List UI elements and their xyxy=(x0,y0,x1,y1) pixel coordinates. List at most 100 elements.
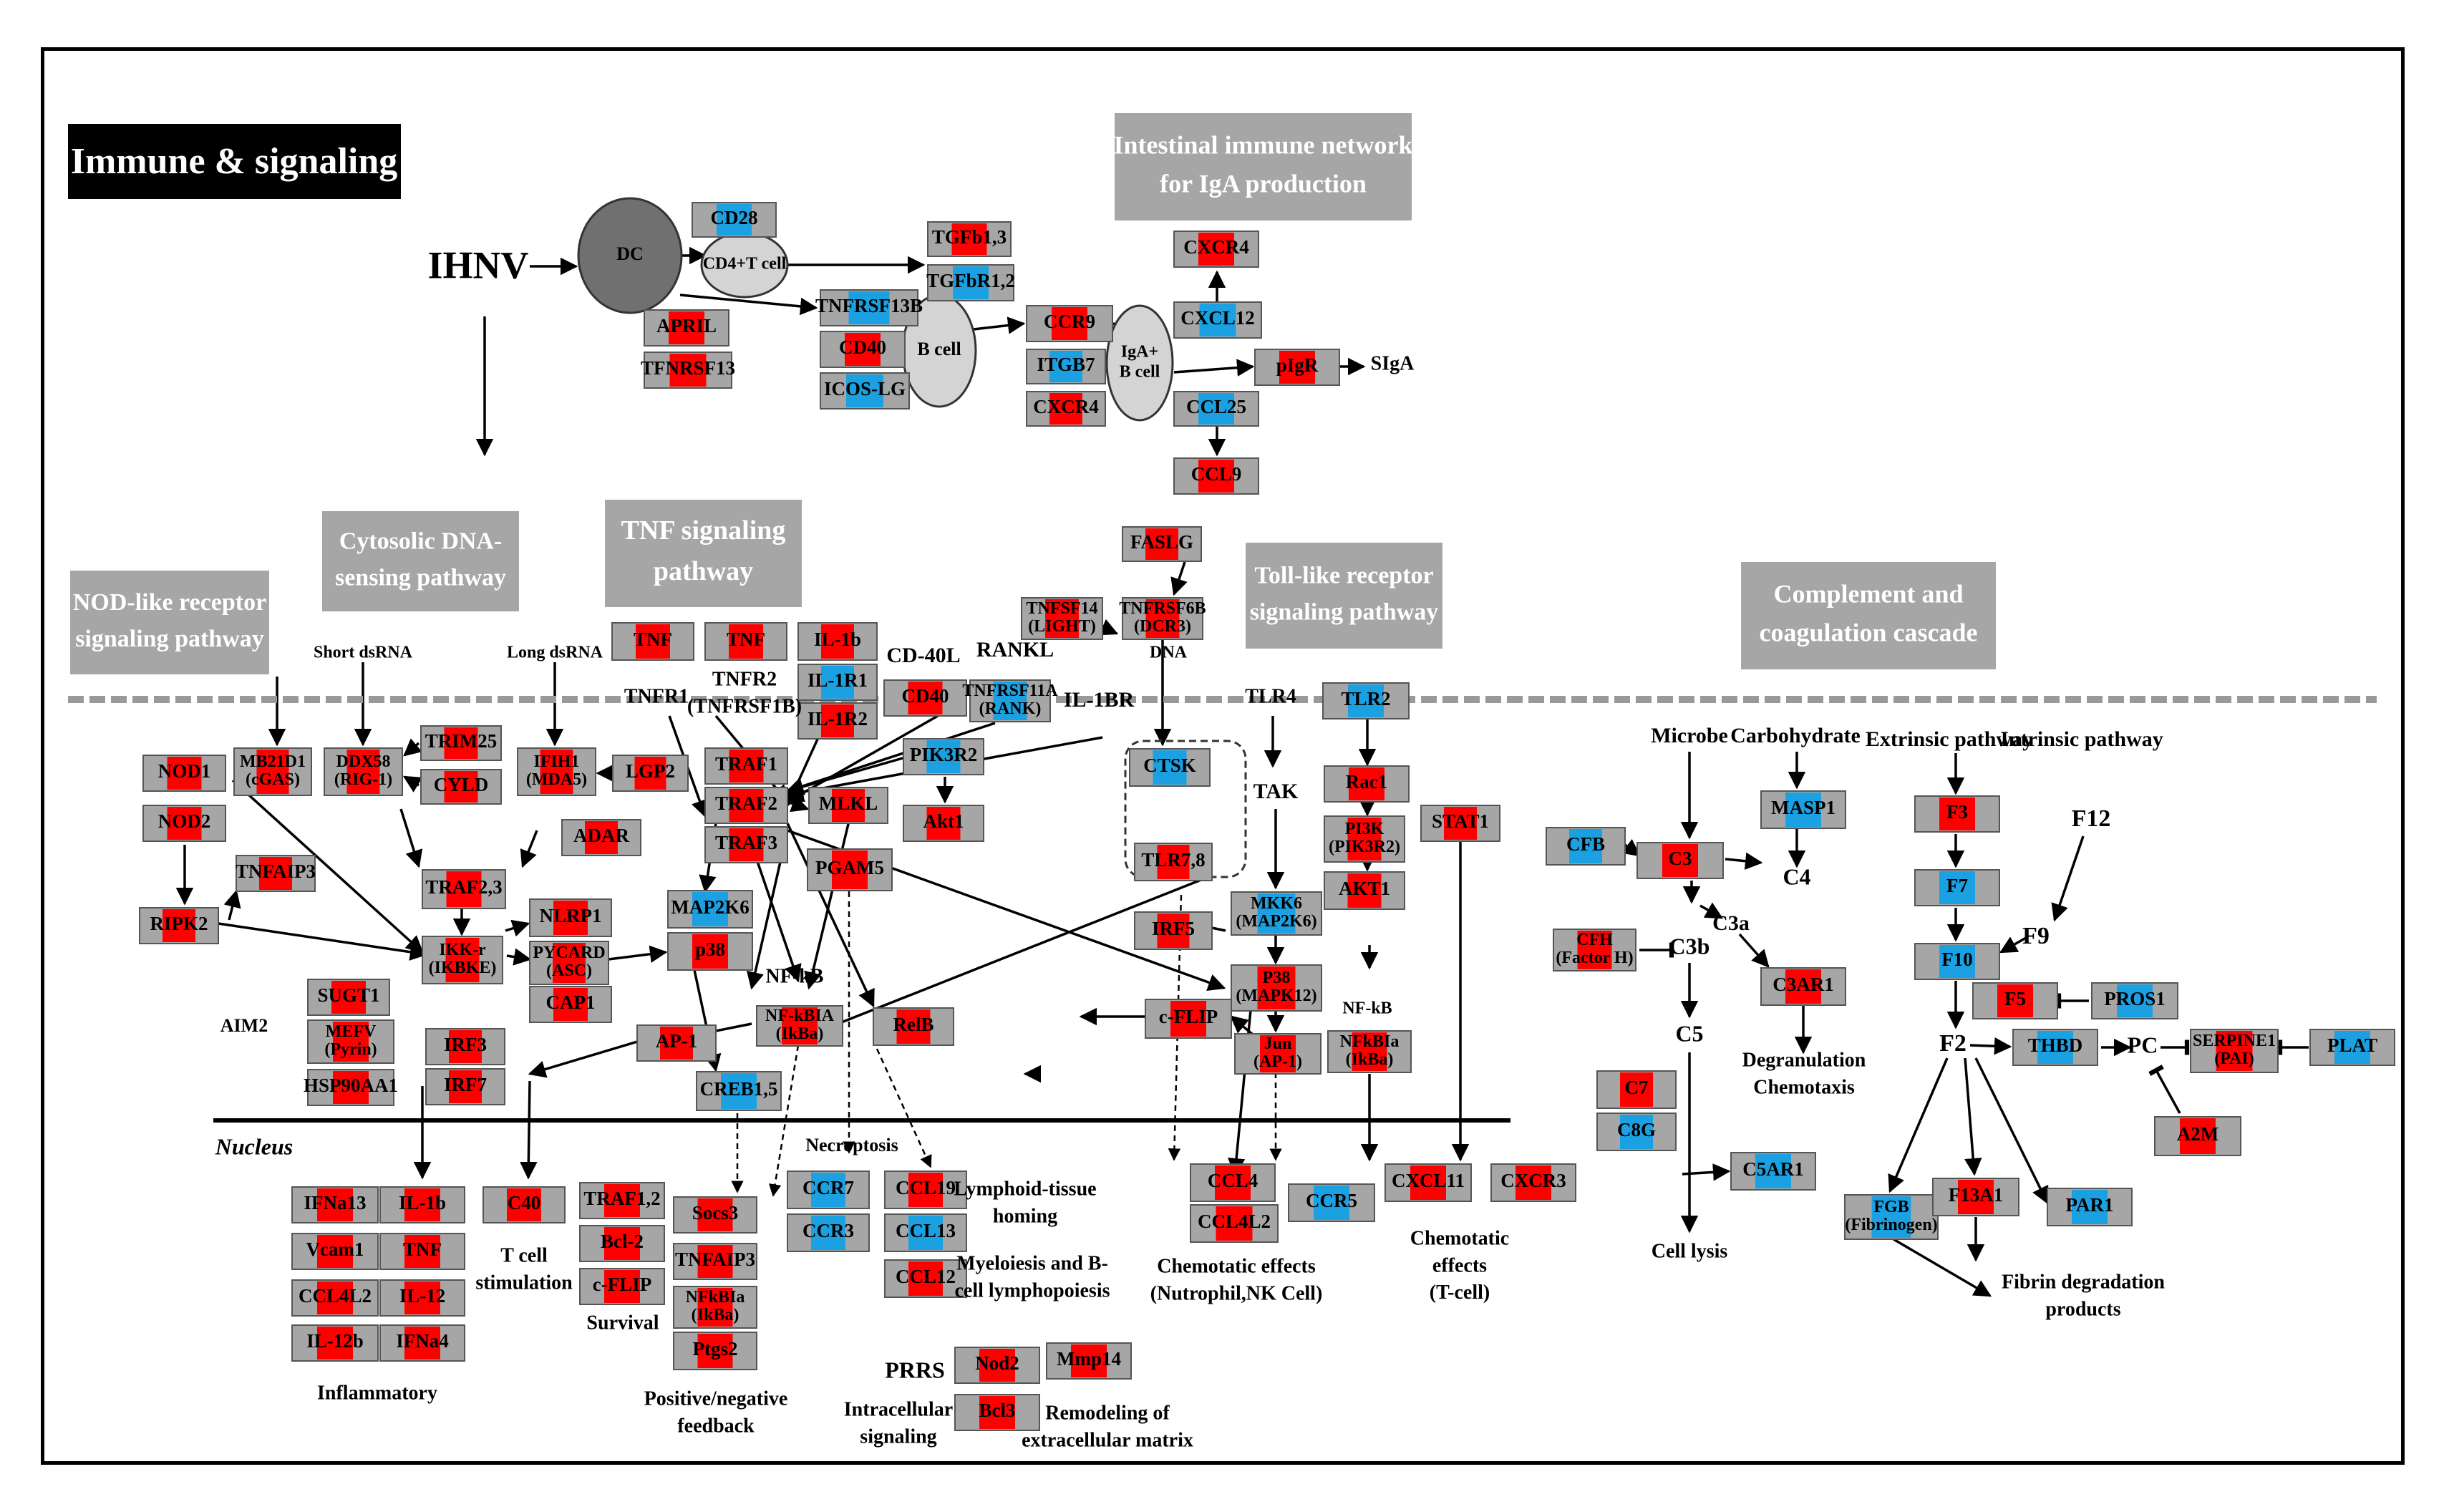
gene-nfkbiab[interactable]: NFkBIa(IkBa) xyxy=(1327,1030,1412,1073)
gene-tnfsf14[interactable]: TNFSF14(LIGHT) xyxy=(1021,597,1103,640)
gene-ccl4l2a[interactable]: CCL4L2 xyxy=(291,1279,379,1317)
gene-mkk6[interactable]: MKK6(MAP2K6) xyxy=(1231,891,1322,936)
gene-f5[interactable]: F5 xyxy=(1972,982,2058,1019)
gene-irf3[interactable]: IRF3 xyxy=(425,1028,505,1065)
gene-ccl19[interactable]: CCL19 xyxy=(884,1171,967,1209)
gene-tnfa[interactable]: TNF xyxy=(611,622,694,661)
gene-cap1[interactable]: CAP1 xyxy=(529,986,612,1023)
gene-ctsk[interactable]: CTSK xyxy=(1129,748,1211,787)
gene-ccl4[interactable]: CCL4 xyxy=(1190,1163,1276,1202)
gene-pros1[interactable]: PROS1 xyxy=(2091,982,2178,1019)
gene-ap1[interactable]: AP-1 xyxy=(636,1024,717,1062)
gene-fgb[interactable]: FGB(Fibrinogen) xyxy=(1844,1194,1939,1240)
gene-nfkbiac[interactable]: NFkBIa(IkBa) xyxy=(673,1286,757,1329)
gene-tnfrsf13b[interactable]: TNFRSF13B xyxy=(815,289,923,326)
gene-tlr2[interactable]: TLR2 xyxy=(1322,682,1410,719)
gene-pik3r2[interactable]: PIK3R2 xyxy=(903,738,984,775)
gene-tgfb13[interactable]: TGFb1,3 xyxy=(927,221,1012,257)
gene-ifih1[interactable]: IFIH1(MDA5) xyxy=(517,747,596,796)
gene-ccr9[interactable]: CCR9 xyxy=(1026,305,1113,342)
gene-c40[interactable]: C40 xyxy=(482,1186,566,1223)
gene-il1r2[interactable]: IL-1R2 xyxy=(797,702,878,740)
gene-cd40b[interactable]: CD40 xyxy=(883,679,967,717)
gene-april[interactable]: APRIL xyxy=(644,309,729,346)
gene-mefv[interactable]: MEFV(Pyrin) xyxy=(307,1019,394,1064)
gene-cxcr3[interactable]: CXCR3 xyxy=(1490,1163,1576,1202)
gene-irf7[interactable]: IRF7 xyxy=(425,1068,505,1105)
gene-faslg[interactable]: FASLG xyxy=(1122,526,1202,562)
gene-f7[interactable]: F7 xyxy=(1914,869,2000,906)
gene-cxcr4b[interactable]: CXCR4 xyxy=(1026,391,1106,427)
gene-serpine1[interactable]: SERPINE1(PAI) xyxy=(2190,1029,2279,1073)
gene-pigr[interactable]: pIgR xyxy=(1254,349,1340,386)
gene-nod2[interactable]: NOD2 xyxy=(142,805,226,842)
gene-hsp90aa1[interactable]: HSP90AA1 xyxy=(304,1069,398,1106)
gene-mmp14[interactable]: Mmp14 xyxy=(1046,1342,1132,1380)
gene-tnfaip3a[interactable]: TNFAIP3 xyxy=(236,855,316,892)
gene-mlkl[interactable]: MLKL xyxy=(808,787,888,824)
gene-traf23[interactable]: TRAF2,3 xyxy=(422,869,506,909)
gene-tnfc[interactable]: TNF xyxy=(379,1233,465,1270)
gene-p38[interactable]: p38 xyxy=(667,932,753,971)
gene-vcam1[interactable]: Vcam1 xyxy=(291,1233,379,1270)
gene-il1r1[interactable]: IL-1R1 xyxy=(797,664,878,701)
gene-stat1[interactable]: STAT1 xyxy=(1420,805,1500,842)
gene-ifna13[interactable]: IFNa13 xyxy=(291,1186,379,1223)
gene-il1b[interactable]: IL-1b xyxy=(797,622,878,661)
gene-ccr3[interactable]: CCR3 xyxy=(787,1213,870,1252)
gene-ddx58[interactable]: DDX58(RIG-1) xyxy=(324,747,403,796)
gene-akt1[interactable]: Akt1 xyxy=(903,805,984,842)
gene-cxcl12[interactable]: CXCL12 xyxy=(1173,301,1262,339)
gene-f3[interactable]: F3 xyxy=(1914,795,2000,833)
gene-il12b[interactable]: IL-12b xyxy=(291,1324,379,1362)
gene-c3[interactable]: C3 xyxy=(1636,842,1724,879)
gene-icoslg[interactable]: ICOS-LG xyxy=(820,372,910,410)
gene-cyld[interactable]: CYLD xyxy=(420,769,502,805)
gene-nod2[interactable]: Nod2 xyxy=(954,1347,1040,1384)
gene-irf5[interactable]: IRF5 xyxy=(1134,911,1213,950)
gene-cd28[interactable]: CD28 xyxy=(692,202,777,238)
gene-c3ar1[interactable]: C3AR1 xyxy=(1760,967,1846,1006)
gene-cxcr4a[interactable]: CXCR4 xyxy=(1173,231,1259,268)
gene-ccr7[interactable]: CCR7 xyxy=(787,1171,870,1209)
gene-tgfbr12[interactable]: TGFbR1,2 xyxy=(926,264,1015,301)
gene-cflipa[interactable]: c-FLIP xyxy=(1145,999,1232,1039)
gene-bcl3[interactable]: Bcl3 xyxy=(954,1394,1040,1431)
gene-tlr78[interactable]: TLR7,8 xyxy=(1134,843,1213,881)
gene-ccl4l2b[interactable]: CCL4L2 xyxy=(1190,1204,1279,1243)
gene-akt1[interactable]: AKT1 xyxy=(1324,871,1405,910)
gene-ccl12[interactable]: CCL12 xyxy=(884,1259,967,1298)
gene-traf2[interactable]: TRAF2 xyxy=(704,787,788,824)
gene-lgp2[interactable]: LGP2 xyxy=(612,755,689,792)
gene-itgb7[interactable]: ITGB7 xyxy=(1026,349,1106,384)
gene-map2k6a[interactable]: MAP2K6 xyxy=(667,890,753,929)
gene-rac1[interactable]: Rac1 xyxy=(1324,765,1410,803)
gene-relb[interactable]: RelB xyxy=(873,1007,954,1046)
gene-bcl2[interactable]: Bcl-2 xyxy=(579,1225,665,1262)
gene-c8g[interactable]: C8G xyxy=(1596,1113,1677,1151)
gene-mb21d1[interactable]: MB21D1(cGAS) xyxy=(233,747,312,796)
gene-sugt1[interactable]: SUGT1 xyxy=(307,979,390,1016)
gene-jun[interactable]: Jun(AP-1) xyxy=(1234,1033,1322,1075)
gene-cxcl11[interactable]: CXCL11 xyxy=(1384,1163,1472,1202)
gene-tnfb[interactable]: TNF xyxy=(704,622,787,661)
gene-traf1[interactable]: TRAF1 xyxy=(704,747,788,785)
gene-il1bb[interactable]: IL-1b xyxy=(379,1186,465,1223)
gene-masp1[interactable]: MASP1 xyxy=(1760,790,1846,829)
gene-adar[interactable]: ADAR xyxy=(561,819,641,856)
gene-traf12[interactable]: TRAF1,2 xyxy=(579,1182,665,1219)
gene-plat[interactable]: PLAT xyxy=(2309,1029,2395,1066)
gene-cfh[interactable]: CFH(Factor H) xyxy=(1553,929,1636,971)
gene-p38[interactable]: P38(MAPK12) xyxy=(1231,964,1322,1012)
gene-cflipb[interactable]: c-FLIP xyxy=(579,1268,665,1305)
gene-ccr5[interactable]: CCR5 xyxy=(1288,1183,1375,1222)
gene-cfb[interactable]: CFB xyxy=(1546,827,1626,866)
gene-ptgs2[interactable]: Ptgs2 xyxy=(673,1332,757,1370)
gene-tnfrsf6b[interactable]: TNFRSF6B(DCR3) xyxy=(1119,597,1206,640)
gene-creb15[interactable]: CREB1,5 xyxy=(696,1071,782,1111)
gene-thbd[interactable]: THBD xyxy=(2012,1029,2098,1066)
gene-nod1[interactable]: NOD1 xyxy=(142,755,226,792)
gene-tfnrsf13[interactable]: TFNRSF13 xyxy=(641,352,735,389)
gene-tnfaip3b[interactable]: TNFAIP3 xyxy=(673,1243,757,1280)
gene-traf3[interactable]: TRAF3 xyxy=(704,826,788,863)
